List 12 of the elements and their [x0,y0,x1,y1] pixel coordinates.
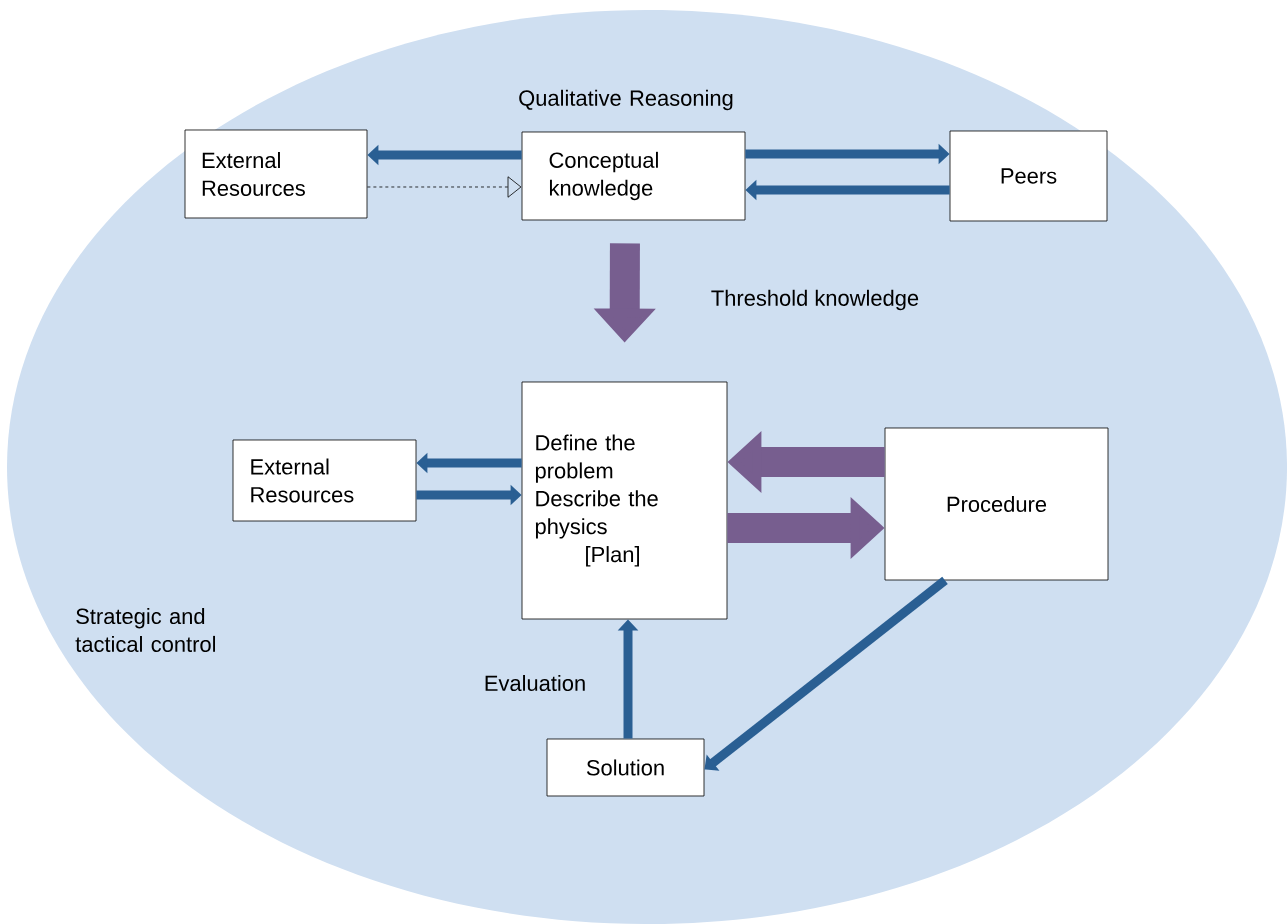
arrow [704,576,948,771]
text-box: Define the problem Describe the physics [Plan] [521,381,728,620]
text-box: Peers [949,130,1108,222]
text-box: Solution [546,738,705,797]
text-label: Qualitative Reasoning [519,89,733,111]
text-box: Conceptual knowledge [521,131,746,221]
text-box: Procedure [884,427,1109,581]
edge-label: Threshold knowledge [709,288,921,312]
text-label: Strategic and tactical control [75,608,216,652]
arrow [367,176,522,198]
text-box: External Resources [184,129,368,219]
text-box: External Resources [232,439,417,522]
